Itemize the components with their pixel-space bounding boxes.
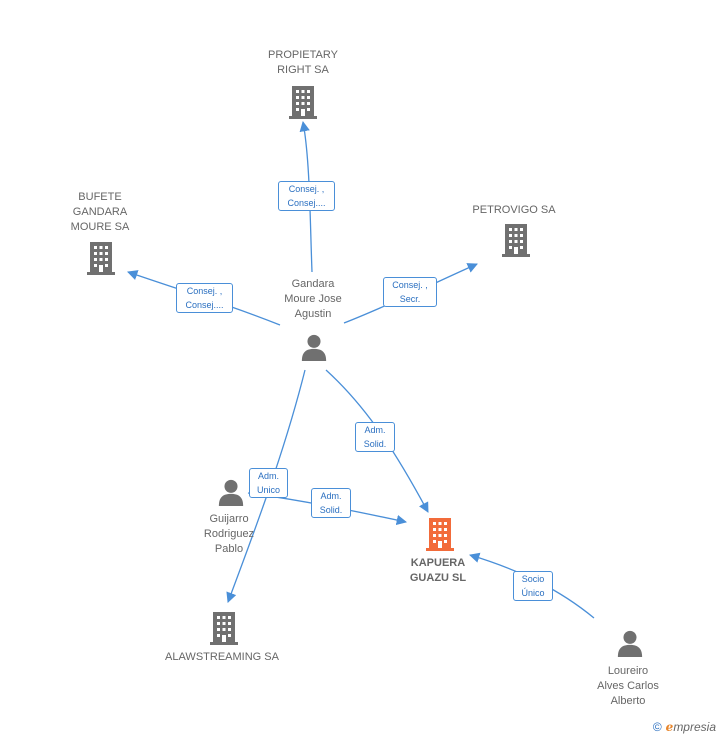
- edge-label-loureiro-kapuera[interactable]: Socio Único: [513, 571, 553, 601]
- node-label-kapuera[interactable]: KAPUERA GUAZU SL: [409, 557, 467, 584]
- brand-e: e: [665, 720, 674, 734]
- edge-label-guijarro-kapuera[interactable]: Adm. Solid.: [311, 488, 351, 518]
- copyright-symbol: ©: [652, 720, 662, 734]
- edge-label-gandara-alawstreaming[interactable]: Adm. Unico: [249, 468, 288, 498]
- node-icons: [87, 86, 643, 657]
- gandara-person-icon[interactable]: [301, 334, 327, 361]
- node-label-propietary[interactable]: PROPIETARY RIGHT SA: [268, 49, 338, 76]
- node-label-guijarro[interactable]: Guijarro Rodriguez Pablo: [203, 513, 255, 555]
- propietary-building-icon[interactable]: [289, 86, 317, 119]
- kapuera-building-icon[interactable]: [426, 518, 454, 551]
- petrovigo-building-icon[interactable]: [502, 224, 530, 257]
- node-label-gandara[interactable]: Gandara Moure Jose Agustin: [284, 278, 342, 320]
- node-label-loureiro[interactable]: Loureiro Alves Carlos Alberto: [597, 665, 659, 707]
- empresia-logo[interactable]: ©empresia: [653, 720, 716, 734]
- bufete-building-icon[interactable]: [87, 242, 115, 275]
- guijarro-person-icon[interactable]: [218, 479, 244, 506]
- node-label-petrovigo[interactable]: PETROVIGO SA: [472, 204, 556, 216]
- edge-label-gandara-bufete[interactable]: Consej. , Consej....: [176, 283, 233, 313]
- brand-name: mpresia: [673, 720, 716, 734]
- edge-label-gandara-kapuera[interactable]: Adm. Solid.: [355, 422, 395, 452]
- edge-label-gandara-propietary[interactable]: Consej. , Consej....: [278, 181, 335, 211]
- alawstreaming-building-icon[interactable]: [210, 612, 238, 645]
- loureiro-person-icon[interactable]: [617, 630, 643, 657]
- node-label-alawstreaming[interactable]: ALAWSTREAMING SA: [165, 651, 279, 663]
- edge-label-gandara-petrovigo[interactable]: Consej. , Secr.: [383, 277, 437, 307]
- node-label-bufete[interactable]: BUFETE GANDARA MOURE SA: [70, 191, 130, 233]
